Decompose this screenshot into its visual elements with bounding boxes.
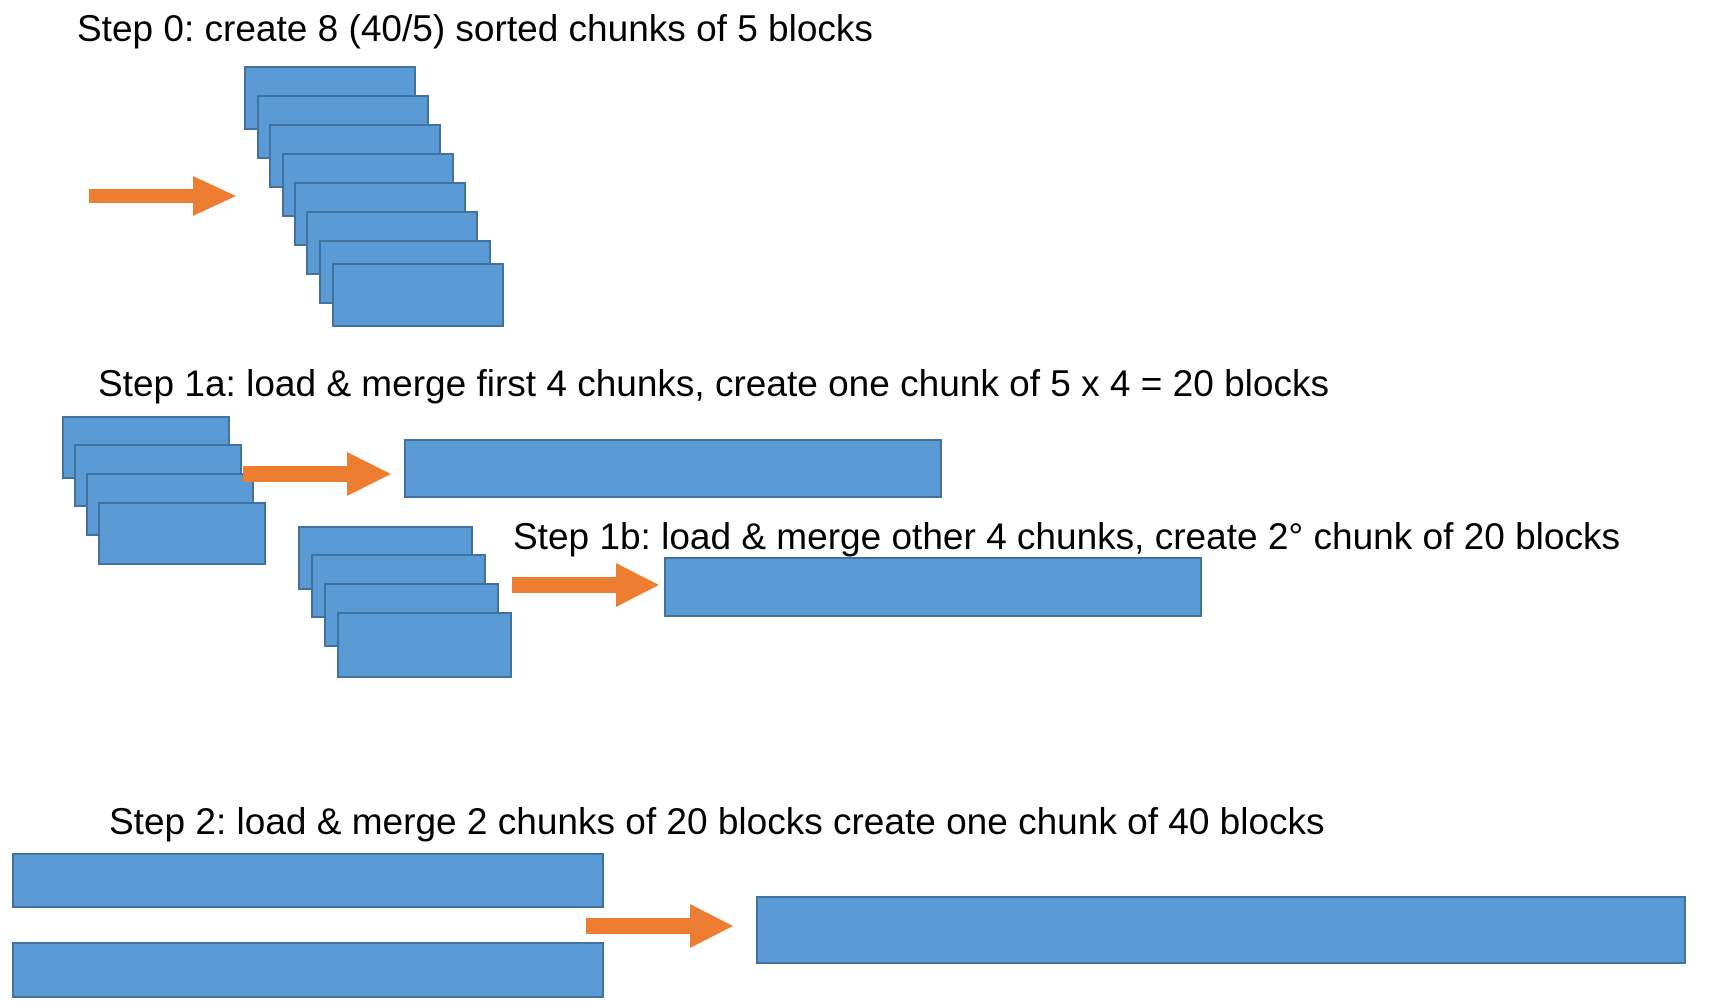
step1a-input-stack xyxy=(62,416,266,565)
step2-label: Step 2: load & merge 2 chunks of 20 bloc… xyxy=(109,801,1325,842)
arrow-right-icon xyxy=(586,904,733,948)
step1b-label: Step 1b: load & merge other 4 chunks, cr… xyxy=(513,516,1620,557)
step0-label: Step 0: create 8 (40/5) sorted chunks of… xyxy=(77,8,873,49)
step1a-output-chunk xyxy=(404,439,942,498)
step1b-arrow xyxy=(512,563,659,607)
step1a-arrow xyxy=(243,452,391,496)
step2-output-chunk xyxy=(756,896,1686,964)
chunk-block xyxy=(12,853,604,908)
chunk-block xyxy=(12,942,604,998)
step2-input-chunks xyxy=(12,853,604,998)
chunk-block xyxy=(98,502,266,565)
step2-arrow xyxy=(586,904,733,948)
arrow-right-icon xyxy=(512,563,659,607)
chunk-block xyxy=(332,263,504,327)
step0-arrow xyxy=(89,176,236,216)
chunk-block xyxy=(337,612,512,678)
step0-chunk-stack xyxy=(244,66,504,327)
arrow-right-icon xyxy=(89,176,236,216)
arrow-right-icon xyxy=(243,452,391,496)
step1b-input-stack xyxy=(298,526,512,678)
step1a-label: Step 1a: load & merge first 4 chunks, cr… xyxy=(98,363,1329,404)
step1b-output-chunk xyxy=(664,557,1202,617)
